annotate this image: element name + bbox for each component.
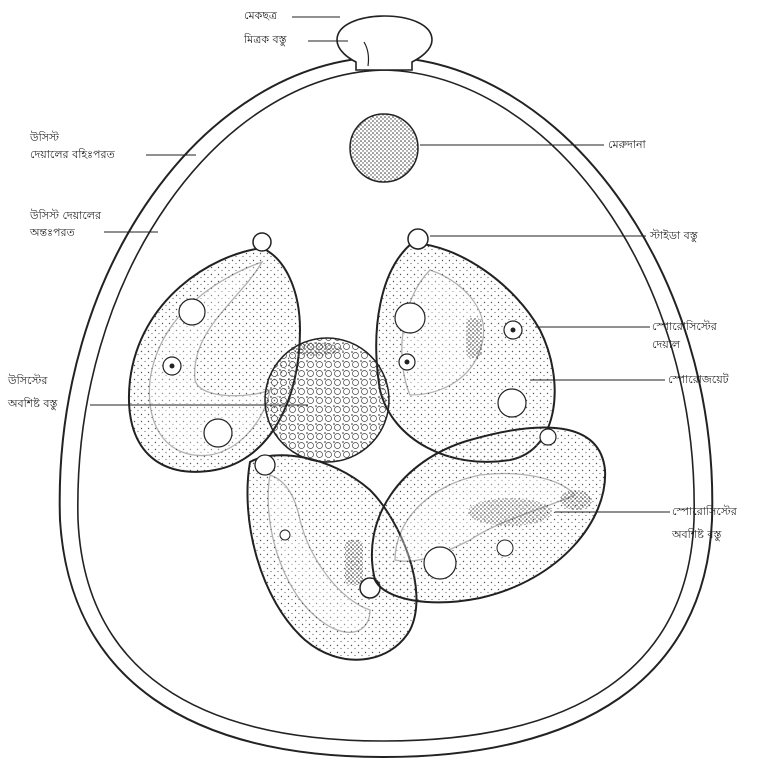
oocyst-residual-body [265,338,389,462]
inner-wall-label-line1: উসিস্ট দেয়ালের [30,209,101,223]
polar-granule-label: মেরুদানা [608,138,646,152]
sporocyst-residual-label-line2: অবশিষ্ট বস্তু [672,528,721,542]
stieda-body-label: স্টাইডা বস্তু [650,229,698,243]
outer-wall-label-line1: উসিস্ট [30,131,59,145]
sporocyst-wall-label-line1: স্পোরোসিস্টের [652,320,717,334]
polar-granule [350,114,418,182]
micropyle-label: মেকছত্র [244,9,277,23]
sporocyst-wall-label-line2: দেয়াল [652,338,680,352]
sporozoite-label: স্পোরোজয়েট [668,373,729,387]
sporocyst-upper-left [129,233,300,472]
micropyle-plug-label: মিত্রক বস্তু [244,33,287,47]
oocyst-residual-label-line1: উসিস্টের [8,374,47,388]
sporocyst-bottom-right [372,428,605,603]
outer-wall-label-line2: দেয়ালের বহিঃপরত [30,148,115,162]
oocyst-residual-label-line2: অবশিষ্ট বস্তু [8,397,57,411]
micropyle-cap [337,16,432,70]
sporocyst-upper-right [376,229,554,462]
inner-wall-label-line2: অন্তঃপরত [30,226,75,240]
sporocyst-residual-label-line1: স্পোরোসিস্টের [672,505,737,519]
